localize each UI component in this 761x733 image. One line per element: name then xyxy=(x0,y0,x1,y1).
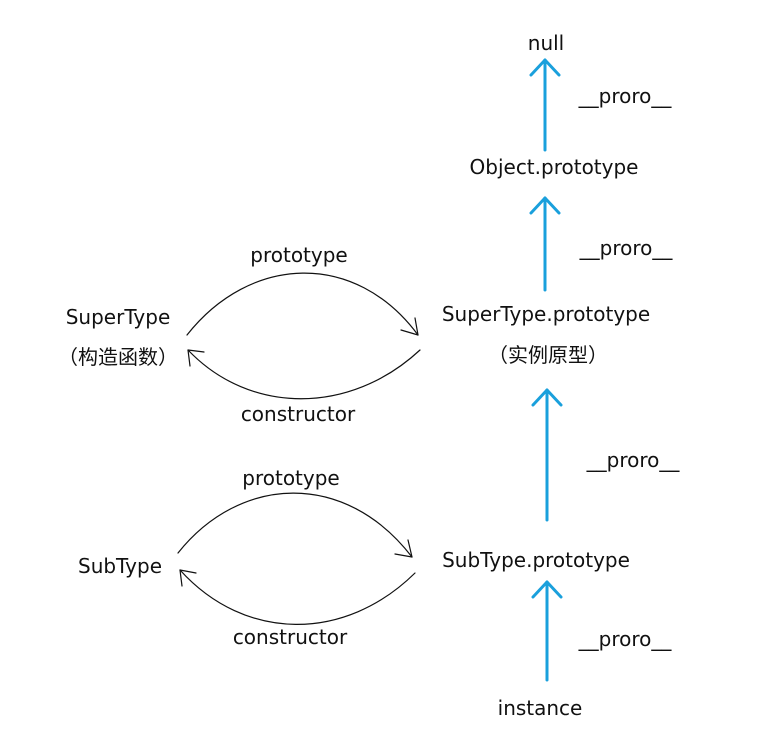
edge-label-proto-instance-to-subtype-prototype: __proro__ xyxy=(578,627,672,651)
proto-arrow-supertype-prototype-to-object xyxy=(529,196,561,292)
node-supertype: SuperType xyxy=(65,305,171,329)
edge-label-subtype-prototype: prototype xyxy=(242,466,340,490)
node-instance: instance xyxy=(497,696,583,720)
edge-label-supertype-prototype: prototype xyxy=(250,243,348,267)
proto-arrow-subtype-prototype-to-supertype-prototype xyxy=(531,388,563,522)
edge-label-proto-object-to-null: __proro__ xyxy=(578,84,672,108)
node-null: null xyxy=(527,31,565,55)
edge-label-subtype-constructor: constructor xyxy=(232,625,348,649)
supertype-constructor-curve xyxy=(187,349,421,400)
edge-label-supertype-constructor: constructor xyxy=(240,402,356,426)
node-object-prototype: Object.prototype xyxy=(469,155,639,179)
node-supertype-prototype-note: （实例原型） xyxy=(488,343,608,367)
subtype-prototype-curve xyxy=(177,492,413,558)
edge-label-proto-supertype-prototype-to-object: __proro__ xyxy=(579,236,673,260)
subtype-constructor-curve xyxy=(179,569,416,625)
edge-label-proto-subtype-prototype-to-supertype-prototype: __proro__ xyxy=(586,448,680,472)
proto-arrows xyxy=(529,58,563,682)
node-subtype-prototype: SubType.prototype xyxy=(442,548,630,572)
supertype-prototype-curve xyxy=(186,272,419,336)
curve-arrows xyxy=(177,272,421,625)
node-subtype: SubType xyxy=(77,554,163,578)
node-supertype-prototype: SuperType.prototype xyxy=(441,302,651,326)
proto-arrow-object-to-null xyxy=(529,58,561,152)
node-supertype-note: （构造函数） xyxy=(58,345,178,369)
proto-arrow-instance-to-subtype-prototype xyxy=(531,580,563,682)
